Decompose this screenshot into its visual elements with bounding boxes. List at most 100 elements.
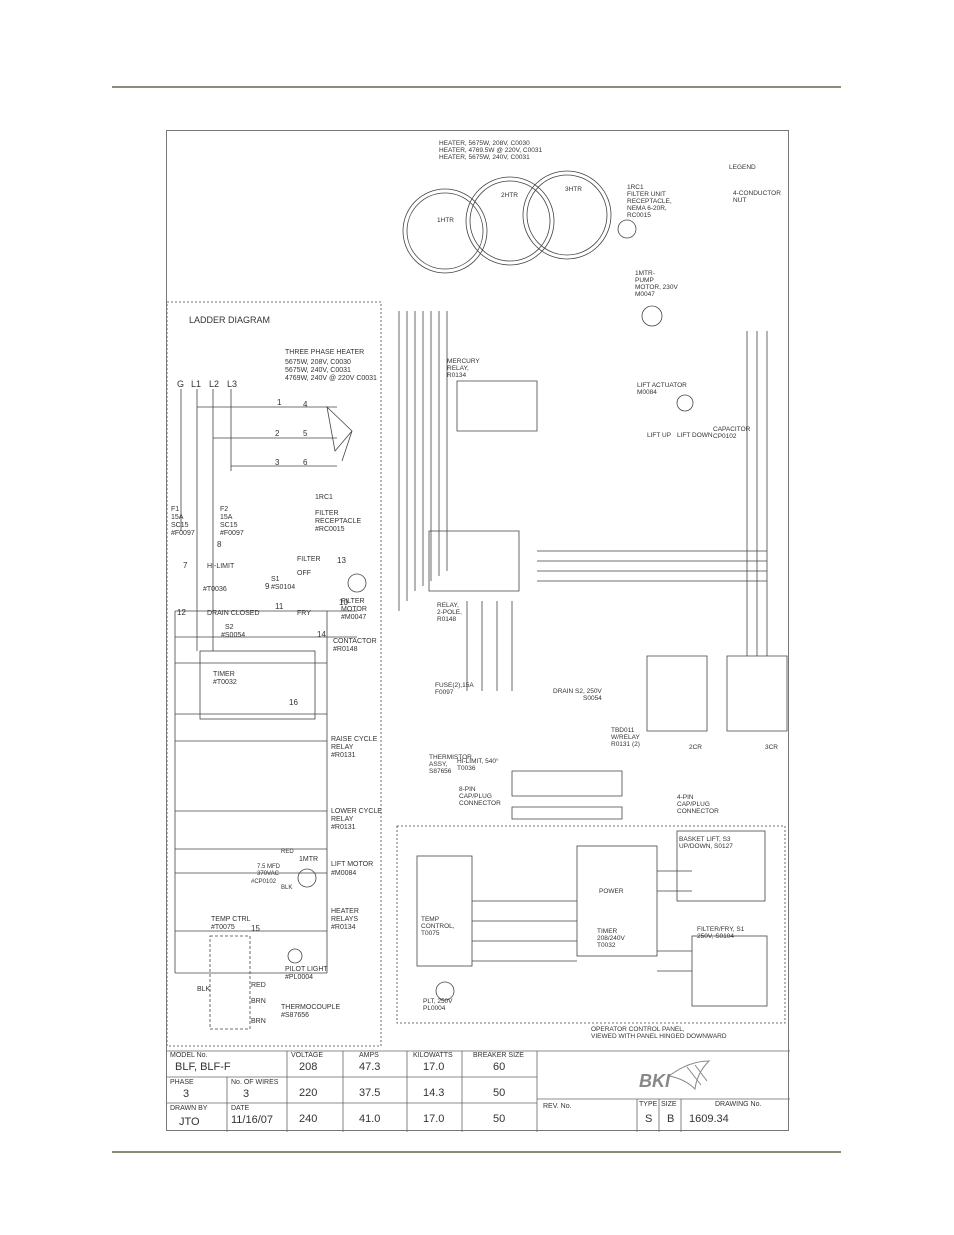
fuse2-label-1: 15A	[220, 514, 233, 521]
receptacle-label-1: FILTER UNIT	[627, 191, 666, 198]
wire-num-3: 3	[275, 458, 280, 467]
contactor-label-1: #R0148	[333, 646, 358, 653]
breaker-208: 60	[493, 1061, 506, 1073]
filter-switch-label-2: #S0104	[271, 584, 295, 591]
filter-receptacle-label-2: RECEPTACLE	[315, 518, 361, 525]
drawing-label: DRAWING No.	[715, 1101, 762, 1108]
relay-2pole-label-2: R0148	[437, 616, 457, 623]
tbd-label-2: R0131 (2)	[611, 741, 640, 748]
timer-wiring-label-2: T0032	[597, 942, 616, 949]
fuse-label-0: FUSE(2),15A	[435, 682, 474, 689]
receptacle-label-0: 1RC1	[627, 184, 644, 191]
voltage-label: VOLTAGE	[291, 1052, 324, 1059]
kw-220: 14.3	[423, 1087, 445, 1099]
phase-value: 3	[183, 1088, 190, 1100]
legend-nut: NUT	[733, 197, 746, 204]
wiring-heater-caption-0: HEATER, 5675W, 208V, C0030	[439, 140, 530, 147]
raise-relay-label-1: RELAY	[331, 744, 354, 751]
ladder-heater-caption-2: 5675W, 240V, C0031	[285, 367, 351, 374]
wires-label: No. OF WIRES	[231, 1079, 279, 1086]
breaker-220: 50	[493, 1087, 506, 1099]
relay-2cr-label: 2CR	[689, 744, 702, 751]
heater-relays-label-0: HEATER	[331, 908, 359, 915]
wiring-schematic: LADDER DIAGRAM THREE PHASE HEATER 5675W,…	[167, 140, 790, 1132]
hilimit-wiring-label-1: T0036	[457, 765, 476, 772]
amps-220: 37.5	[359, 1087, 381, 1099]
lower-relay-label-2: #R0131	[331, 824, 356, 831]
thermocouple-label-5: BLK	[197, 986, 211, 993]
fuse2-label-0: F2	[220, 506, 228, 513]
thermistor-label-1: ASSY,	[429, 761, 448, 768]
temp-ctrl-label-0: TEMP CTRL	[211, 916, 251, 923]
line-l2: L2	[209, 379, 219, 389]
rev-label: REV. No.	[543, 1103, 572, 1110]
wire-num-1: 1	[277, 398, 282, 407]
filter-motor-label-1: MOTOR	[341, 606, 367, 613]
top-rule	[112, 86, 841, 88]
filter-fry-label-1: 250V, S0104	[697, 933, 734, 940]
thermocouple-label-4: BRN	[251, 1018, 266, 1025]
lift-motor-label-3: 7.5 MFD	[257, 864, 281, 870]
mercury-relay-label-1: RELAY,	[447, 365, 469, 372]
model-label: MODEL No.	[170, 1052, 208, 1059]
line-g: G	[177, 379, 184, 389]
wire-num-4: 4	[303, 400, 308, 409]
connector8-label-1: CAP/PLUG	[459, 793, 492, 800]
wire-num-11: 11	[275, 602, 284, 611]
filter-receptacle-label-1: FILTER	[315, 510, 339, 517]
thermistor-label-0: THERMISTOR	[429, 754, 472, 761]
wire-num-14: 14	[317, 630, 326, 639]
connector4-label-0: 4-PIN	[677, 794, 694, 801]
fuse2-label-2: SC15	[220, 522, 238, 529]
line-l3: L3	[227, 379, 237, 389]
fuse1-label-1: 15A	[171, 514, 184, 521]
basket-lift-label-1: UP/DOWN, S0127	[679, 843, 733, 850]
operator-panel-frame	[396, 825, 786, 1024]
lift-actuator-label-4: CAPACITOR	[713, 426, 751, 433]
heater-2-element	[406, 192, 484, 270]
fuse1-label-0: F1	[171, 506, 179, 513]
kw-240: 17.0	[423, 1113, 445, 1125]
lift-motor-label-1: LIFT MOTOR	[331, 861, 373, 868]
wire-num-12: 12	[177, 608, 186, 617]
drawn-label: DRAWN BY	[170, 1105, 208, 1112]
bki-logo: BKI	[639, 1071, 670, 1091]
wire-num-10: 10	[339, 598, 348, 607]
legend-title: LEGEND	[729, 164, 756, 171]
pump-label-3: M0047	[635, 291, 655, 298]
lift-actuator-label-2: LIFT UP	[647, 432, 671, 439]
lift-actuator-label-3: LIFT DOWN	[677, 432, 713, 439]
panel-caption-0: OPERATOR CONTROL PANEL,	[591, 1026, 685, 1033]
amps-label: AMPS	[359, 1052, 379, 1059]
hilimit-label-1: #T0036	[203, 586, 227, 593]
mercury-relay-label-0: MERCURY	[447, 358, 480, 365]
filter-switch-label-4: FRY	[297, 610, 311, 617]
mercury-relay-label-2: R0134	[447, 372, 467, 379]
pilot-wiring-label-1: PL0004	[423, 1005, 446, 1012]
timer-label-1: #T0032	[213, 679, 237, 686]
ladder-heater-caption-3: 4769W, 240V @ 220V C0031	[285, 375, 377, 382]
ladder-heater-caption-1: 5675W, 208V, C0030	[285, 359, 351, 366]
ladder-title: LADDER DIAGRAM	[189, 315, 270, 325]
legend-4-conductor: 4-CONDUCTOR	[733, 190, 781, 197]
wire-num-16: 16	[289, 698, 298, 707]
lift-motor-label-6: RED	[281, 849, 294, 855]
type-label: TYPE	[639, 1101, 658, 1108]
filter-switch-label-1: S1	[271, 576, 280, 583]
heater-3-element	[522, 170, 612, 260]
drain-label-0: DRAIN CLOSED	[207, 610, 260, 617]
fuse2-label-3: #F0097	[220, 530, 244, 537]
drawn-value: JTO	[179, 1116, 200, 1128]
drawing-value: 1609.34	[689, 1113, 729, 1125]
lift-motor-label-4: 370VAC	[257, 871, 280, 877]
relay-2pole-label-1: 2-POLE,	[437, 609, 462, 616]
wires-value: 3	[243, 1088, 250, 1100]
thermocouple-label-0: THERMOCOUPLE	[281, 1004, 340, 1011]
wire-num-15: 15	[251, 924, 260, 933]
wire-num-5: 5	[303, 429, 308, 438]
panel-caption-1: VIEWED WITH PANEL HINGED DOWNWARD	[591, 1033, 727, 1040]
size-label: SIZE	[661, 1101, 677, 1108]
filter-receptacle-label-0: 1RC1	[315, 494, 333, 501]
element-3htr: 3HTR	[565, 186, 582, 193]
tbd-label-0: TBD011	[611, 727, 635, 734]
